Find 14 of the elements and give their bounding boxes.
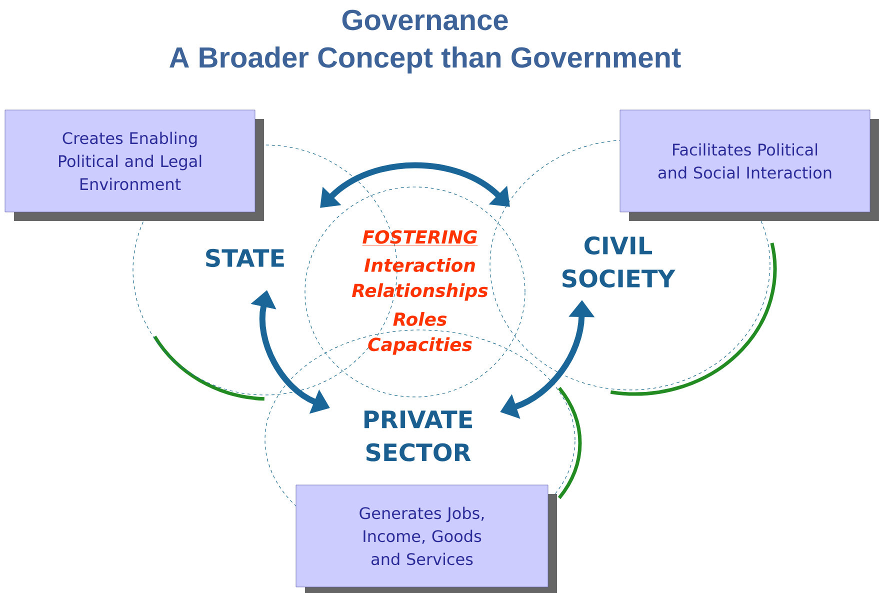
fostering-text: Roles (393, 312, 447, 326)
title: Governance (342, 10, 508, 30)
double-arrow (320, 162, 510, 208)
subtitle: A Broader Concept than Government (170, 46, 681, 74)
ellipse-label: STATE (206, 248, 284, 268)
text-box: Generates Jobs, Income, Goods and Services (296, 484, 557, 593)
text-box: Facilitates Political and Social Interaction (620, 110, 879, 221)
ellipse-label: CIVIL SOCIETY (562, 236, 676, 288)
fostering-text: FOSTERING (362, 230, 478, 246)
fostering-text: Relationships (352, 283, 488, 301)
text-box: Creates Enabling Political and Legal Environment (4, 110, 264, 221)
fostering-text: Capacities (368, 337, 472, 355)
fostering-text: Interaction (364, 258, 475, 272)
ellipse-label: PRIVATE SECTOR (364, 410, 472, 462)
